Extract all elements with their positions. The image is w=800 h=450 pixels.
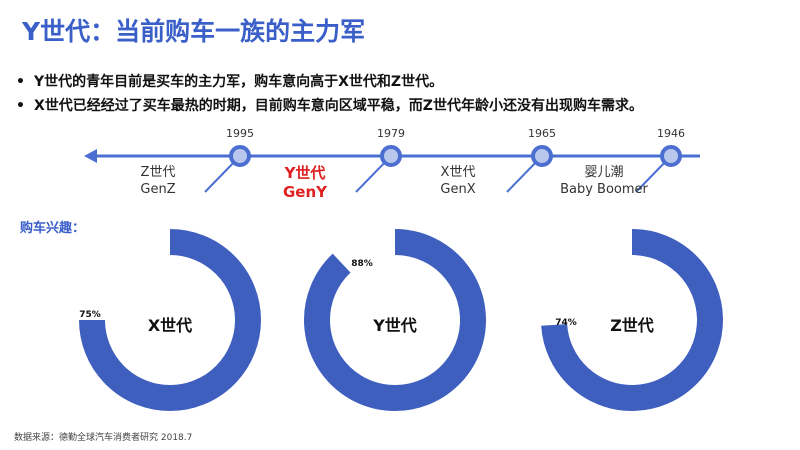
generation-label: Z世代 [141, 165, 176, 180]
timeline-node [660, 145, 682, 167]
timeline-year: 1979 [377, 127, 405, 140]
timeline-year: 1946 [657, 127, 685, 140]
donut-arc-z [541, 229, 723, 411]
timeline-year: 1995 [226, 127, 254, 140]
generation-label: X世代 [441, 165, 476, 180]
donut-value-label: 75% [79, 310, 101, 320]
generation-sublabel-highlight: GenY [283, 183, 328, 201]
generation-sublabel: GenZ [140, 182, 175, 197]
donut-value-label: 88% [351, 259, 373, 269]
section-label: 购车兴趣： [20, 220, 85, 236]
donut-arc-x [79, 229, 261, 411]
timeline: 1995 1979 1965 1946 Z世代 GenZ Y世代 GenY X世… [84, 127, 700, 201]
bullet-item: X世代已经经过了买车最热的时期，目前购车意向区域平稳，而Z世代年龄小还没有出现购… [14, 94, 794, 118]
donut-charts: X世代 Y世代 Z世代 75% 88% 74% [79, 229, 723, 411]
timeline-node [380, 145, 402, 167]
bullet-list: Y世代的青年目前是买车的主力军，购车意向高于X世代和Z世代。 X世代已经经过了买… [14, 70, 794, 118]
donut-center-label: X世代 [148, 316, 192, 335]
timeline-arrow-icon [84, 149, 97, 163]
donut-value-label: 74% [555, 318, 577, 328]
donut-arc-y [304, 229, 486, 411]
generation-label: 婴儿潮 [584, 165, 623, 180]
generation-sublabel: Baby Boomer [560, 182, 648, 197]
generation-sublabel: GenX [440, 182, 475, 197]
timeline-node [531, 145, 553, 167]
timeline-node [229, 145, 251, 167]
page-title: Y世代：当前购车一族的主力军 [22, 17, 366, 46]
donut-center-label: Z世代 [610, 316, 654, 335]
bullet-item: Y世代的青年目前是买车的主力军，购车意向高于X世代和Z世代。 [14, 70, 794, 94]
generation-label-highlight: Y世代 [284, 164, 326, 182]
donut-center-label: Y世代 [372, 316, 417, 335]
data-source: 数据来源：德勤全球汽车消费者研究 2018.7 [14, 433, 193, 443]
timeline-year: 1965 [528, 127, 556, 140]
